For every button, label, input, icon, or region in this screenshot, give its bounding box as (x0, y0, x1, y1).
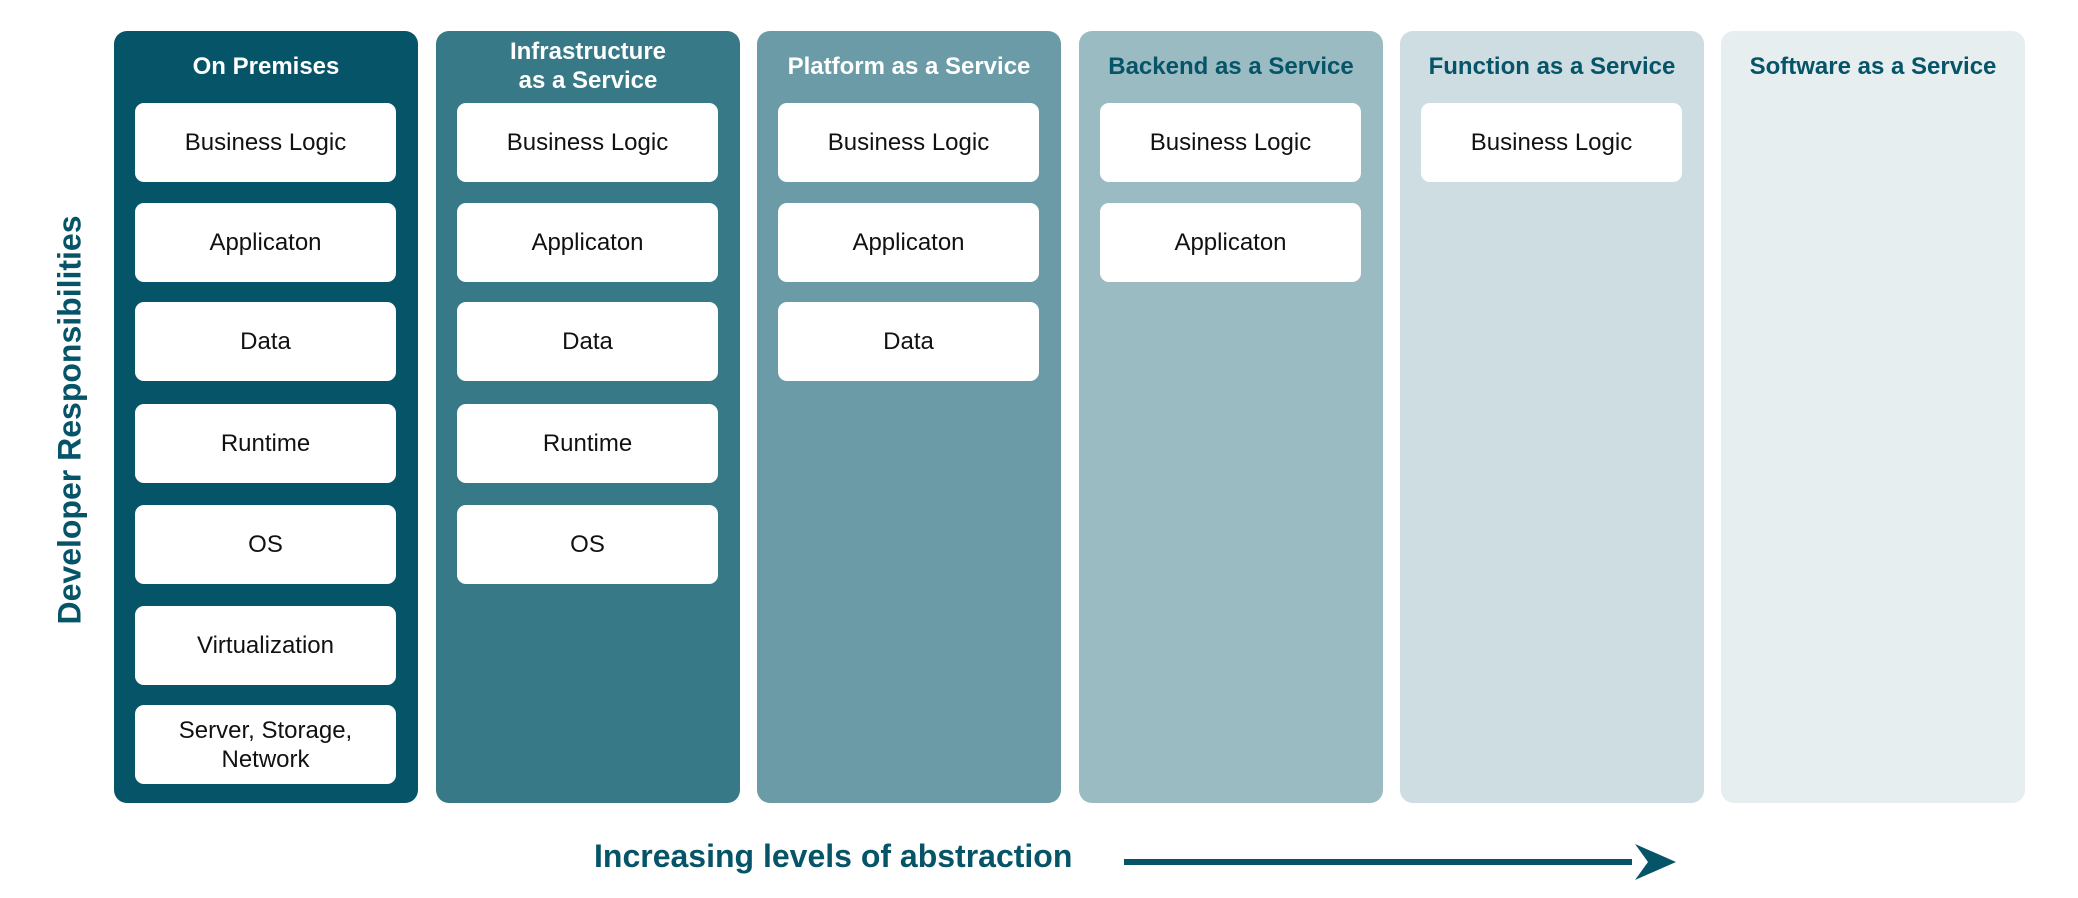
column-title: Infrastructure as a Service (509, 38, 667, 94)
responsibility-card: OS (135, 505, 396, 584)
responsibility-card: Runtime (457, 404, 718, 483)
column-title: Software as a Service (1749, 52, 1997, 80)
responsibility-card: Business Logic (1421, 103, 1682, 182)
x-axis-label: Increasing levels of abstraction (594, 838, 1073, 874)
column-title: On Premises (192, 52, 340, 80)
column-title: Platform as a Service (787, 52, 1031, 80)
responsibility-card: Applicaton (778, 203, 1039, 282)
y-axis-label: Developer Responsibilities (51, 215, 88, 625)
responsibility-card: Applicaton (457, 203, 718, 282)
responsibility-card: Business Logic (457, 103, 718, 182)
responsibility-card: Business Logic (778, 103, 1039, 182)
responsibility-card: Runtime (135, 404, 396, 483)
responsibility-card: Business Logic (135, 103, 396, 182)
responsibility-card: Server, Storage, Network (135, 705, 396, 784)
responsibility-card: OS (457, 505, 718, 584)
responsibility-card: Data (778, 302, 1039, 381)
column-5: Software as a Service (1721, 31, 2025, 803)
responsibility-card: Business Logic (1100, 103, 1361, 182)
column-title: Function as a Service (1428, 52, 1676, 80)
responsibility-card: Applicaton (135, 203, 396, 282)
abstraction-arrow-icon (1124, 844, 1676, 880)
responsibility-card: Applicaton (1100, 203, 1361, 282)
responsibility-card: Data (457, 302, 718, 381)
responsibility-card: Virtualization (135, 606, 396, 685)
responsibility-card: Data (135, 302, 396, 381)
column-title: Backend as a Service (1108, 52, 1354, 80)
